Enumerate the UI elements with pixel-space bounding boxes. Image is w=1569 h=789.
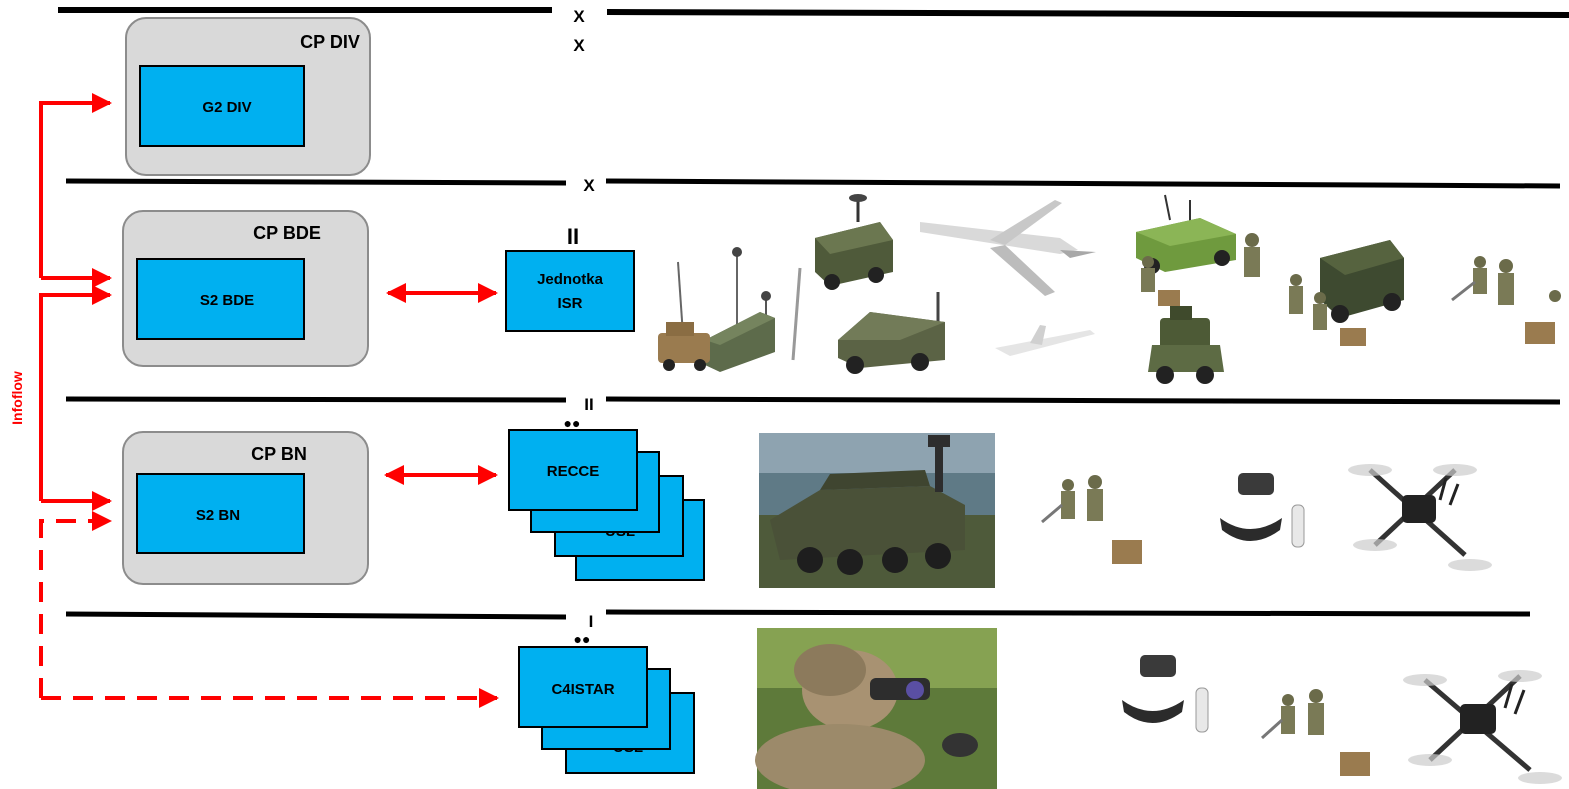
company-marker: I (589, 612, 594, 631)
division-marker-2: X (573, 36, 585, 55)
ew-team-icon (1451, 256, 1561, 344)
company-equipment (755, 628, 1562, 789)
c4istar-unit-label: C4ISTAR (551, 681, 614, 698)
division-marker-1: X (573, 7, 585, 26)
echelon-lines (58, 7, 1569, 620)
battalion-marker: II (584, 395, 593, 414)
c4istar-unit-stack[interactable]: ●● USL C4ISTAR (518, 631, 695, 774)
flow-dashed-to-s2-bn (39, 511, 112, 698)
c4istar-unit-box[interactable] (518, 646, 648, 728)
c4istar-unit-marker: ●● (574, 631, 591, 647)
cp-div[interactable]: CP DIV G2 DIV (125, 17, 371, 176)
patrol-vehicle-icon (1289, 240, 1404, 346)
fpv-goggles-icon (1220, 473, 1305, 548)
jammer-vehicle-icon (1136, 194, 1236, 384)
g2-div-box[interactable] (139, 65, 305, 147)
battalion-equipment (759, 433, 1492, 588)
division-line-right (606, 9, 1569, 18)
isr-unit-box[interactable] (505, 250, 635, 332)
quadcopter-icon (1348, 464, 1492, 571)
g2-div-label: G2 DIV (202, 99, 251, 116)
recce-unit-stack[interactable]: ●● USL RECCE (508, 415, 705, 581)
quadcopter-icon (1403, 670, 1562, 784)
infoflow-label: Infoflow (9, 371, 25, 425)
battalion-line-left (65, 396, 567, 403)
wheeled-apc-photo (759, 433, 995, 588)
isr-unit-label-1: Jednotka (537, 271, 604, 288)
recce-unit-label: RECCE (547, 463, 600, 480)
isr-unit-marker: II (567, 224, 579, 249)
brigade-marker: X (583, 176, 595, 195)
uav-icon (920, 200, 1096, 296)
s2-bn-label: S2 BN (196, 507, 240, 524)
recce-unit-marker: ●● (564, 415, 581, 431)
ew-team-icon (1260, 689, 1370, 776)
cp-bn-title: CP BN (251, 444, 307, 464)
s2-bn-box[interactable] (136, 473, 305, 554)
small-uav-icon (995, 325, 1095, 356)
flow-to-g2-div (39, 93, 112, 278)
isr-unit[interactable]: II Jednotka ISR (505, 224, 635, 332)
brigade-equipment (658, 194, 1561, 384)
flow-to-s2-bde-from-bn (39, 285, 112, 501)
ew-team-icon (1141, 233, 1260, 306)
recce-unit-box[interactable] (508, 429, 638, 511)
company-line-right (605, 609, 1531, 617)
soldier-binoculars-photo (755, 628, 997, 789)
cp-div-title: CP DIV (300, 32, 360, 52)
fpv-goggles-icon (1122, 655, 1209, 733)
battalion-line-right (605, 396, 1561, 405)
s2-bde-label: S2 BDE (200, 292, 254, 309)
company-line-left (65, 611, 567, 620)
infoflow-arrows (39, 93, 499, 708)
cp-bde-title: CP BDE (253, 223, 321, 243)
armored-vehicle-icon (815, 194, 893, 290)
s2-bde-box[interactable] (136, 258, 305, 340)
ew-team-icon (1041, 475, 1142, 564)
brigade-line-left (65, 178, 567, 186)
antenna-vehicle-icon (838, 292, 945, 374)
cp-bde[interactable]: CP BDE S2 BDE (122, 210, 369, 367)
isr-unit-label-2: ISR (557, 295, 582, 312)
brigade-line-right (605, 178, 1561, 189)
cp-bn[interactable]: CP BN S2 BN (122, 431, 369, 585)
radar-truck-icon (658, 247, 802, 372)
